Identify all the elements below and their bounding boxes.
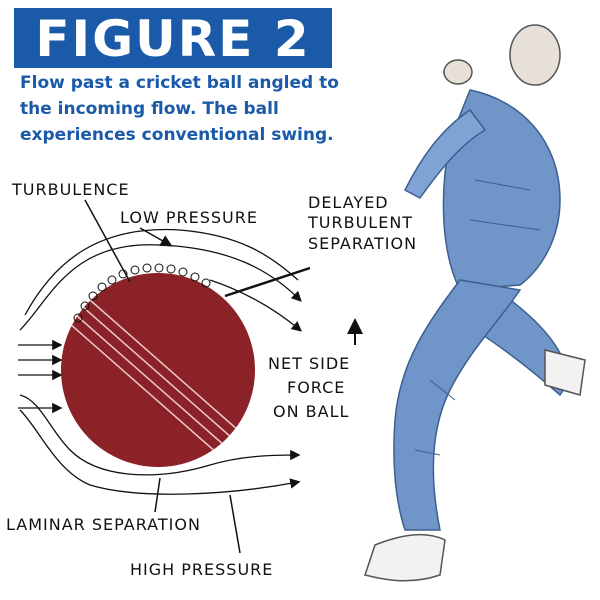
label-laminar-separation: LAMINAR SEPARATION xyxy=(6,515,201,534)
bowler-sketch-lines xyxy=(414,179,541,456)
bowler-front-leg xyxy=(393,279,522,531)
incoming-flow-arrows xyxy=(18,339,63,414)
label-delayed-2: TURBULENT xyxy=(308,213,414,232)
label-delayed-1: DELAYED xyxy=(308,193,389,212)
label-turbulence: TURBULENCE xyxy=(12,180,130,199)
ball-seam xyxy=(61,292,248,462)
label-net-2: FORCE xyxy=(287,378,346,397)
label-delayed-3: SEPARATION xyxy=(308,234,418,253)
bowler-torso xyxy=(442,89,561,291)
high-pressure-leader xyxy=(229,494,241,554)
figure-caption: Flow past a cricket ball angled to the i… xyxy=(20,70,380,148)
low-pressure-leader xyxy=(139,227,173,247)
label-net-1: NET SIDE xyxy=(268,354,351,373)
bowler-back-shoe xyxy=(544,349,586,396)
label-net-3: ON BALL xyxy=(273,402,350,421)
label-leaders xyxy=(84,199,311,554)
bowler-hand xyxy=(443,59,473,85)
caption-line: Flow past a cricket ball angled to xyxy=(20,73,339,93)
bowler-shoe xyxy=(364,533,446,582)
bowler-head xyxy=(509,24,561,86)
lower-streamlines xyxy=(19,394,301,495)
turbulence-leader xyxy=(84,199,131,283)
figure-banner: FIGURE 2 xyxy=(14,8,332,68)
caption-line: the incoming flow. The ball xyxy=(20,99,279,119)
delayed-separation-leader xyxy=(224,266,311,298)
label-high-pressure: HIGH PRESSURE xyxy=(130,560,274,579)
figure-title: FIGURE 2 xyxy=(35,10,311,68)
cricket-ball xyxy=(61,273,255,467)
laminar-separation-leader xyxy=(154,477,161,513)
turbulence-curls xyxy=(73,263,211,323)
bowler-arm xyxy=(404,108,487,199)
label-low-pressure: LOW PRESSURE xyxy=(120,208,258,227)
bowler-illustration xyxy=(364,24,586,582)
caption-line: experiences conventional swing. xyxy=(20,125,334,145)
